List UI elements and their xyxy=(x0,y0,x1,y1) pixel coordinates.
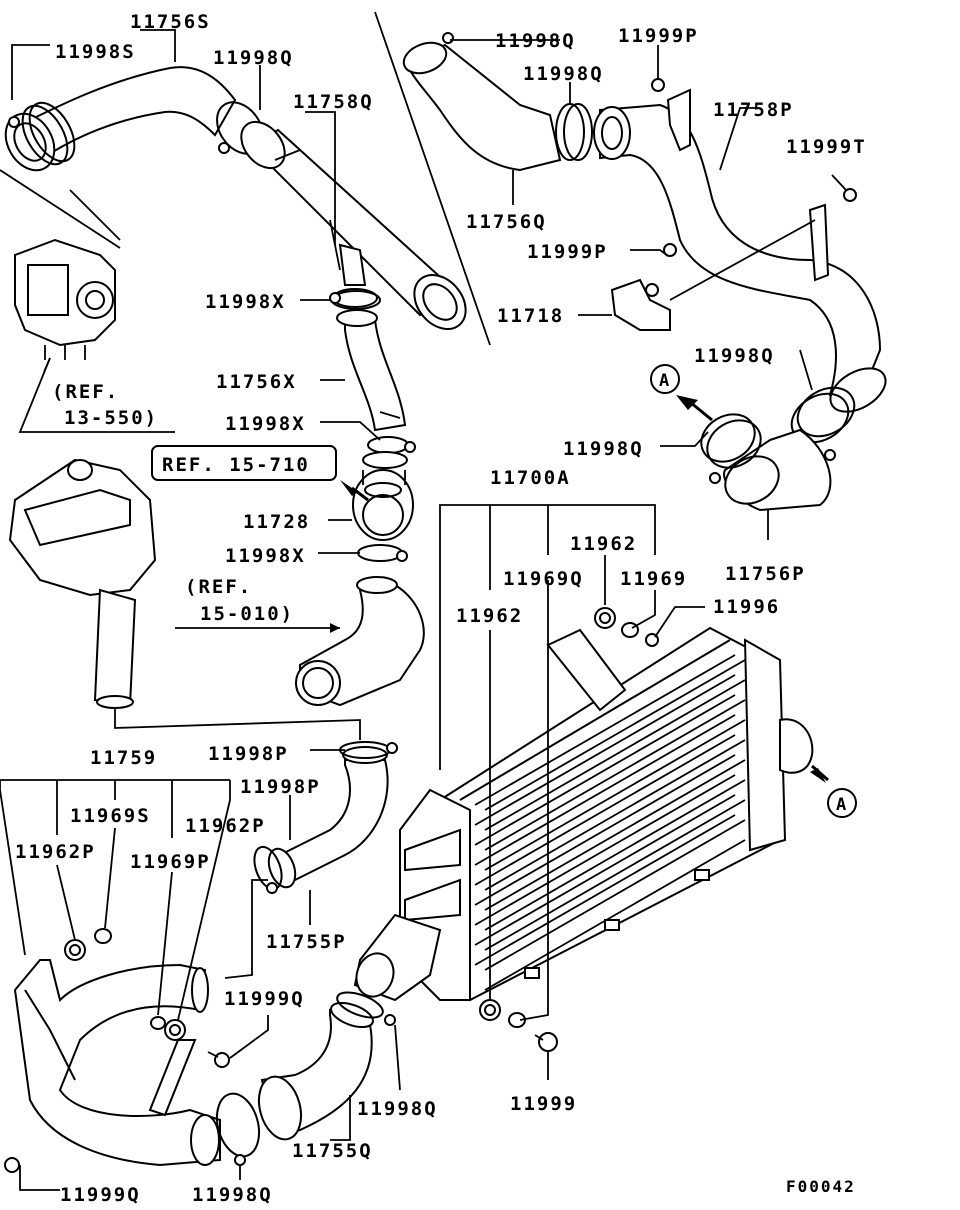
label-11758P: 11758P xyxy=(713,99,794,121)
label-11999: 11999 xyxy=(510,1093,577,1115)
hose-11755Q xyxy=(257,1001,374,1141)
clamp-11998P-lower xyxy=(253,845,283,894)
label-11755Q: 11755Q xyxy=(292,1140,373,1162)
grommet-11962P-right xyxy=(164,1019,186,1041)
bolt-11999 xyxy=(534,1032,558,1052)
grommet-11962-top xyxy=(594,607,616,629)
label-ref-3-line2: 15-010) xyxy=(200,603,294,625)
label-11996: 11996 xyxy=(713,596,780,618)
label-11998P-2: 11998P xyxy=(240,776,321,798)
clamp-11998Q-tr xyxy=(555,103,593,161)
label-11700A: 11700A xyxy=(490,467,571,489)
intercooler-fins xyxy=(474,654,746,991)
grommet-11962P-left xyxy=(64,939,86,961)
label-11999P-mid: 11999P xyxy=(527,241,608,263)
clamp-11998Q-r2 xyxy=(700,413,762,484)
label-11998X-3: 11998X xyxy=(225,545,306,567)
label-11962-b: 11962 xyxy=(456,605,523,627)
collar-11969P xyxy=(150,1016,166,1030)
pipe-11759 xyxy=(13,959,221,1167)
label-11969P: 11969P xyxy=(130,851,211,873)
clamp-11998X-mid xyxy=(367,436,416,454)
label-11969S: 11969S xyxy=(70,805,151,827)
label-11755P: 11755P xyxy=(266,931,347,953)
clamp-11998X-lower xyxy=(357,544,408,562)
label-ref-3-line1: (REF. xyxy=(185,576,252,598)
label-11962-a: 11962 xyxy=(570,533,637,555)
intercooler-11700A xyxy=(353,626,814,1002)
label-11998X-1: 11998X xyxy=(205,291,286,313)
label-ref-1-line2: 13-550) xyxy=(64,407,158,429)
hose-11756S xyxy=(0,66,237,249)
hose-11756P xyxy=(723,428,832,512)
hose-11755P xyxy=(267,746,389,889)
marker-a-top: A xyxy=(659,371,669,391)
bracket-11718 xyxy=(610,243,677,331)
collar-11969S xyxy=(94,928,112,944)
ref-15-710-box xyxy=(151,445,337,481)
clamp-11998Q-bottom-left xyxy=(215,1092,261,1166)
label-11998Q-tr: 11998Q xyxy=(495,30,576,52)
throttle-body xyxy=(14,238,116,360)
label-11728: 11728 xyxy=(243,511,310,533)
label-11998Q-r1: 11998Q xyxy=(694,345,775,367)
hose-11756X xyxy=(332,243,407,432)
label-11962P-1: 11962P xyxy=(185,815,266,837)
label-11998P-1: 11998P xyxy=(208,743,289,765)
marker-a-right-circle xyxy=(827,788,857,818)
label-11998Q-b: 11998Q xyxy=(357,1098,438,1120)
marker-a-right: A xyxy=(836,795,846,815)
label-11999Q-b: 11999Q xyxy=(60,1184,141,1206)
clamp-11998X-upper xyxy=(329,290,381,310)
label-ref-15-710: REF. 15-710 xyxy=(162,454,310,476)
label-11969Q: 11969Q xyxy=(503,568,584,590)
valve-11728 xyxy=(352,451,414,541)
bracket-11999P-top xyxy=(651,70,691,152)
label-11998Q-bb: 11998Q xyxy=(192,1184,273,1206)
label-11759: 11759 xyxy=(90,747,157,769)
label-11756X: 11756X xyxy=(216,371,297,393)
figure-id: F00042 xyxy=(786,1177,856,1196)
air-hose-ref-15-010 xyxy=(295,576,425,707)
label-11999P-tr: 11999P xyxy=(618,25,699,47)
label-11756Q: 11756Q xyxy=(466,211,547,233)
label-11998Q-tr2: 11998Q xyxy=(523,63,604,85)
label-11718: 11718 xyxy=(497,305,564,327)
turbo-housing xyxy=(8,458,157,709)
clamp-11998P-upper xyxy=(339,741,398,759)
bolt-11999Q-bottom xyxy=(4,1157,20,1173)
grommet-11962-bottom xyxy=(479,999,501,1021)
marker-a-top-circle xyxy=(650,364,680,394)
hose-11756Q xyxy=(402,32,562,172)
clamp-11998Q-bottom-mid xyxy=(336,991,396,1026)
label-11998S: 11998S xyxy=(55,41,136,63)
label-11999Q-mid: 11999Q xyxy=(224,988,305,1010)
hose-11758Q xyxy=(240,120,467,330)
label-11969: 11969 xyxy=(620,568,687,590)
label-11998Q-r2: 11998Q xyxy=(563,438,644,460)
bolt-11999Q-mid xyxy=(207,1051,230,1068)
label-11756S: 11756S xyxy=(130,11,211,33)
label-11962P-2: 11962P xyxy=(15,841,96,863)
label-11998X-2: 11998X xyxy=(225,413,306,435)
label-11758Q: 11758Q xyxy=(293,91,374,113)
bracket-11999T xyxy=(808,188,857,282)
hose-11758P xyxy=(593,103,887,413)
clamp-11998S xyxy=(8,101,76,166)
label-11756P: 11756P xyxy=(725,563,806,585)
label-11998Q-top: 11998Q xyxy=(213,47,294,69)
label-11999T: 11999T xyxy=(786,136,867,158)
label-ref-1-line1: (REF. xyxy=(52,381,119,403)
